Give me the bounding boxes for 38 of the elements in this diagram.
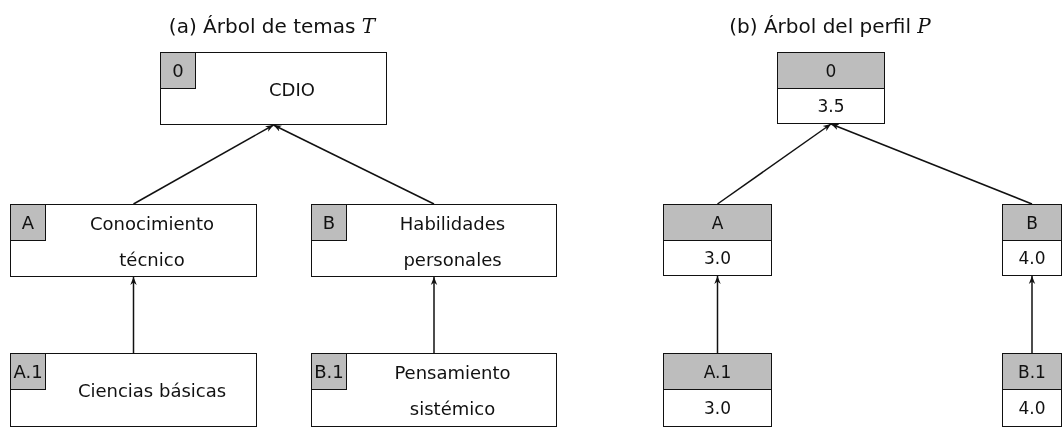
node-id-tag: 0 xyxy=(778,53,884,89)
node-id-tag: A xyxy=(664,205,771,241)
node-id-tag: B xyxy=(1003,205,1061,241)
topic-box xyxy=(311,204,557,277)
topic-box xyxy=(311,353,557,427)
score-box xyxy=(1002,204,1062,276)
topic-name: Conocimiento técnico xyxy=(89,211,215,272)
score-value: 4.0 xyxy=(1017,247,1047,270)
topic-name: CDIO xyxy=(268,77,316,102)
topic-box xyxy=(10,353,257,427)
score-box xyxy=(663,353,772,427)
topic-name: Pensamiento sistémico xyxy=(393,361,512,421)
score-box xyxy=(777,52,885,124)
topic-box xyxy=(10,204,257,277)
arrow xyxy=(272,124,435,205)
topic-box xyxy=(160,52,387,125)
node-id-tag: B.1 xyxy=(312,354,347,390)
score-box xyxy=(1002,353,1062,427)
node-id-tag: A.1 xyxy=(664,354,771,390)
arrow xyxy=(1028,275,1036,354)
arrow xyxy=(714,275,721,354)
score-value: 4.0 xyxy=(1017,397,1047,420)
node-id-tag: B xyxy=(312,205,347,241)
arrow xyxy=(830,123,1033,205)
score-box xyxy=(663,204,772,276)
score-value: 3.0 xyxy=(702,247,732,270)
score-value: 3.0 xyxy=(702,397,732,420)
topic-name: Ciencias básicas xyxy=(77,379,227,403)
arrow xyxy=(716,123,832,205)
node-id-tag: B.1 xyxy=(1003,354,1061,390)
arrow xyxy=(130,276,137,354)
node-id-tag: A.1 xyxy=(11,354,46,390)
node-id-tag: 0 xyxy=(161,53,196,89)
node-id-tag: A xyxy=(11,205,46,241)
topic-name: Habilidades personales xyxy=(398,211,507,272)
arrow xyxy=(132,124,275,205)
arrow xyxy=(430,276,438,354)
score-value: 3.5 xyxy=(816,95,846,118)
